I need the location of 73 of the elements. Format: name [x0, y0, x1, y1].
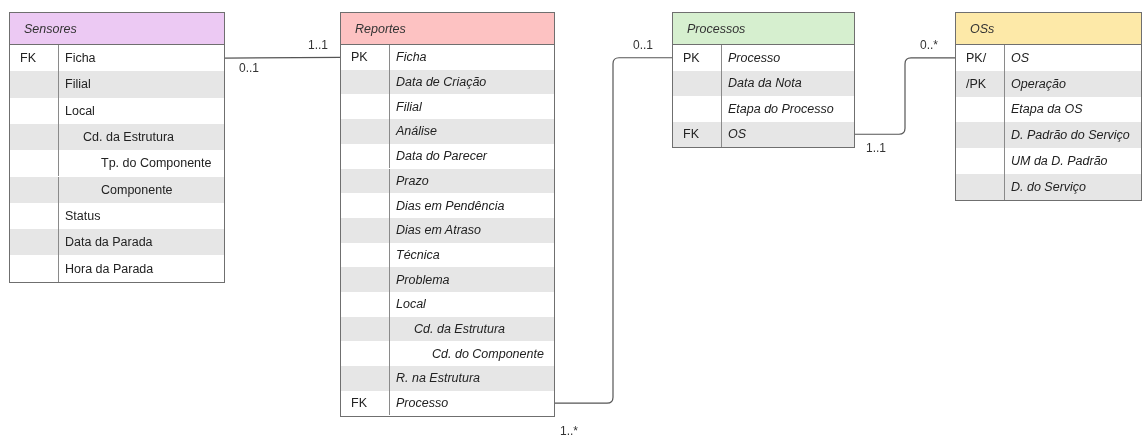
- entity-table: [9, 12, 225, 283]
- key-label: /PK: [956, 70, 1005, 97]
- field-name: Data do Parecer: [395, 149, 488, 164]
- field-name: Cd. do Componente: [431, 346, 544, 361]
- key-label: PK: [673, 45, 722, 71]
- field-name: Dias em Atraso: [395, 223, 481, 238]
- table-row: [341, 69, 554, 95]
- field-name: Local: [64, 103, 95, 118]
- key-label: FK: [673, 121, 722, 147]
- cardinality-label: 1..1: [308, 38, 328, 52]
- field-name: OS: [1010, 50, 1030, 65]
- field-name: Cd. da Estrutura: [413, 322, 505, 337]
- field-name: Data da Nota: [727, 76, 802, 91]
- field-name: D. Padrão do Serviço: [1010, 128, 1130, 143]
- field-name: Filial: [395, 99, 422, 114]
- entity-table: [672, 12, 855, 148]
- field-name: Etapa do Processo: [727, 101, 834, 116]
- field-name: Dias em Pendência: [395, 198, 505, 213]
- table-title: Processos: [673, 13, 854, 45]
- table-row: [341, 267, 554, 292]
- table-row: [341, 119, 554, 144]
- cardinality-label: 0..1: [633, 38, 653, 52]
- relationship-line: [223, 56, 342, 59]
- table-title: Sensores: [10, 13, 224, 45]
- table-title: Reportes: [341, 13, 554, 45]
- table-row: [341, 168, 554, 194]
- table-row: [341, 217, 554, 243]
- cardinality-label: 0..1: [239, 61, 259, 75]
- table-row: [10, 176, 224, 203]
- cardinality-label: 1..*: [560, 424, 578, 438]
- field-name: Etapa da OS: [1010, 102, 1083, 117]
- table-row: [956, 122, 1141, 149]
- table-row: [956, 70, 1141, 97]
- field-name: Hora da Parada: [64, 261, 154, 276]
- table-row: [10, 123, 224, 151]
- field-name: Local: [395, 297, 426, 312]
- relationship-line: [853, 57, 957, 135]
- field-name: Análise: [394, 124, 437, 139]
- field-name: OS: [727, 127, 747, 142]
- field-name: Data da Parada: [64, 235, 153, 250]
- cardinality-label: 0..*: [920, 38, 938, 52]
- field-name: Cd. da Estrutura: [82, 130, 174, 145]
- field-name: R. na Estrutura: [395, 371, 481, 386]
- field-name: Ficha: [395, 50, 427, 65]
- field-name: Componente: [100, 182, 173, 197]
- key-label: FK: [341, 390, 390, 416]
- table-row: [956, 174, 1141, 200]
- field-name: Problema: [395, 272, 450, 287]
- table-row: [341, 366, 554, 391]
- field-name: Prazo: [395, 173, 429, 188]
- field-name: Operação: [1010, 76, 1066, 91]
- field-name: Filial: [64, 77, 91, 92]
- field-name: Processo: [727, 50, 781, 65]
- field-name: Status: [64, 208, 101, 223]
- table-row: [10, 71, 224, 98]
- field-name: Técnica: [395, 247, 440, 262]
- key-label: PK: [341, 45, 390, 70]
- relationship-line: [553, 57, 674, 404]
- table-row: [10, 229, 224, 256]
- field-name: Ficha: [64, 51, 96, 66]
- entity-table: [955, 12, 1142, 201]
- table-row: [673, 121, 854, 147]
- field-name: Data de Criação: [395, 75, 487, 90]
- field-name: Tp. do Componente: [100, 156, 212, 171]
- table-row: [341, 316, 554, 342]
- cardinality-label: 1..1: [866, 141, 886, 155]
- key-label: PK/: [956, 45, 1005, 71]
- field-name: D. do Serviço: [1010, 179, 1087, 194]
- table-row: [673, 70, 854, 96]
- field-name: Processo: [395, 396, 449, 411]
- entity-table: [340, 12, 555, 417]
- table-title: OSs: [956, 13, 1141, 45]
- field-name: UM da D. Padrão: [1010, 154, 1108, 169]
